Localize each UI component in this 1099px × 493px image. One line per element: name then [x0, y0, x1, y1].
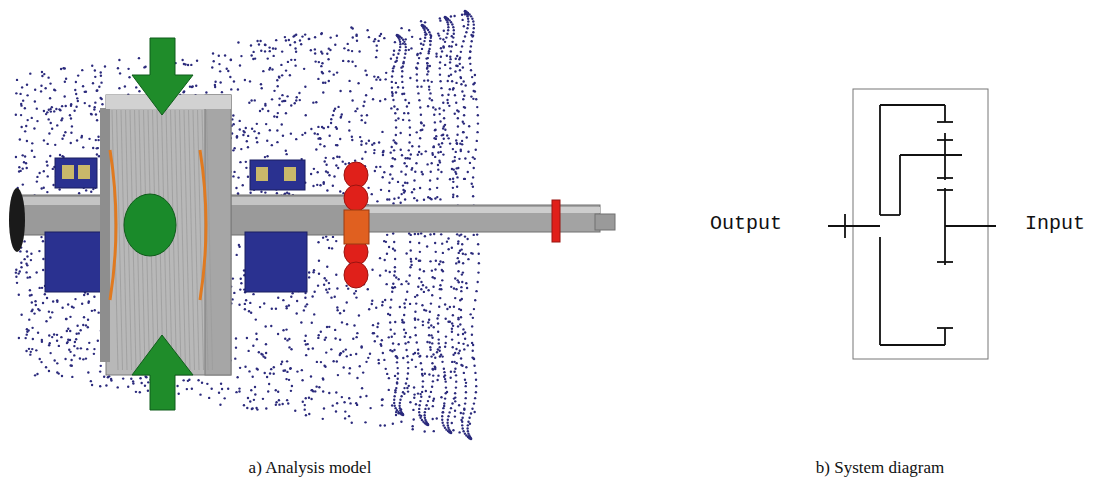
- shaft-end: [595, 214, 615, 230]
- bearing-roller: [284, 167, 296, 181]
- bearing: [250, 160, 305, 190]
- subfigure-caption: a) Analysis model: [160, 458, 460, 478]
- load-marker: [124, 194, 176, 256]
- shaft-label: Output: [710, 212, 810, 235]
- coupling: [344, 185, 368, 211]
- gear-drum: [106, 95, 231, 375]
- retaining-ring: [110, 150, 116, 300]
- input-shaft-highlight: [360, 207, 600, 213]
- subfigure-caption: b) System diagram: [730, 458, 1030, 478]
- housing-outline: [853, 89, 988, 359]
- shaft-collar: [552, 200, 560, 242]
- coupling: [344, 262, 368, 288]
- gearbox-model: [9, 38, 615, 410]
- input-shaft: [360, 205, 600, 232]
- coupling: [344, 162, 368, 188]
- bearing: [55, 158, 97, 188]
- gear-rim: [205, 95, 231, 375]
- bearing-roller: [78, 165, 90, 179]
- load-arrow: [132, 335, 193, 410]
- planetary-schematic: [828, 89, 996, 359]
- coupling-hub: [344, 210, 369, 244]
- bearing-roller: [256, 167, 268, 181]
- load-arrow: [132, 38, 193, 115]
- bearing: [45, 232, 103, 292]
- schematic-lines: [828, 105, 996, 345]
- retaining-ring: [200, 150, 206, 300]
- shaft-end-cap: [9, 188, 25, 252]
- shaft-label: Input: [1025, 212, 1095, 235]
- gear-face: [100, 108, 110, 362]
- gear-teeth: [112, 110, 213, 370]
- bearing-roller: [62, 165, 74, 179]
- bearing: [245, 232, 307, 292]
